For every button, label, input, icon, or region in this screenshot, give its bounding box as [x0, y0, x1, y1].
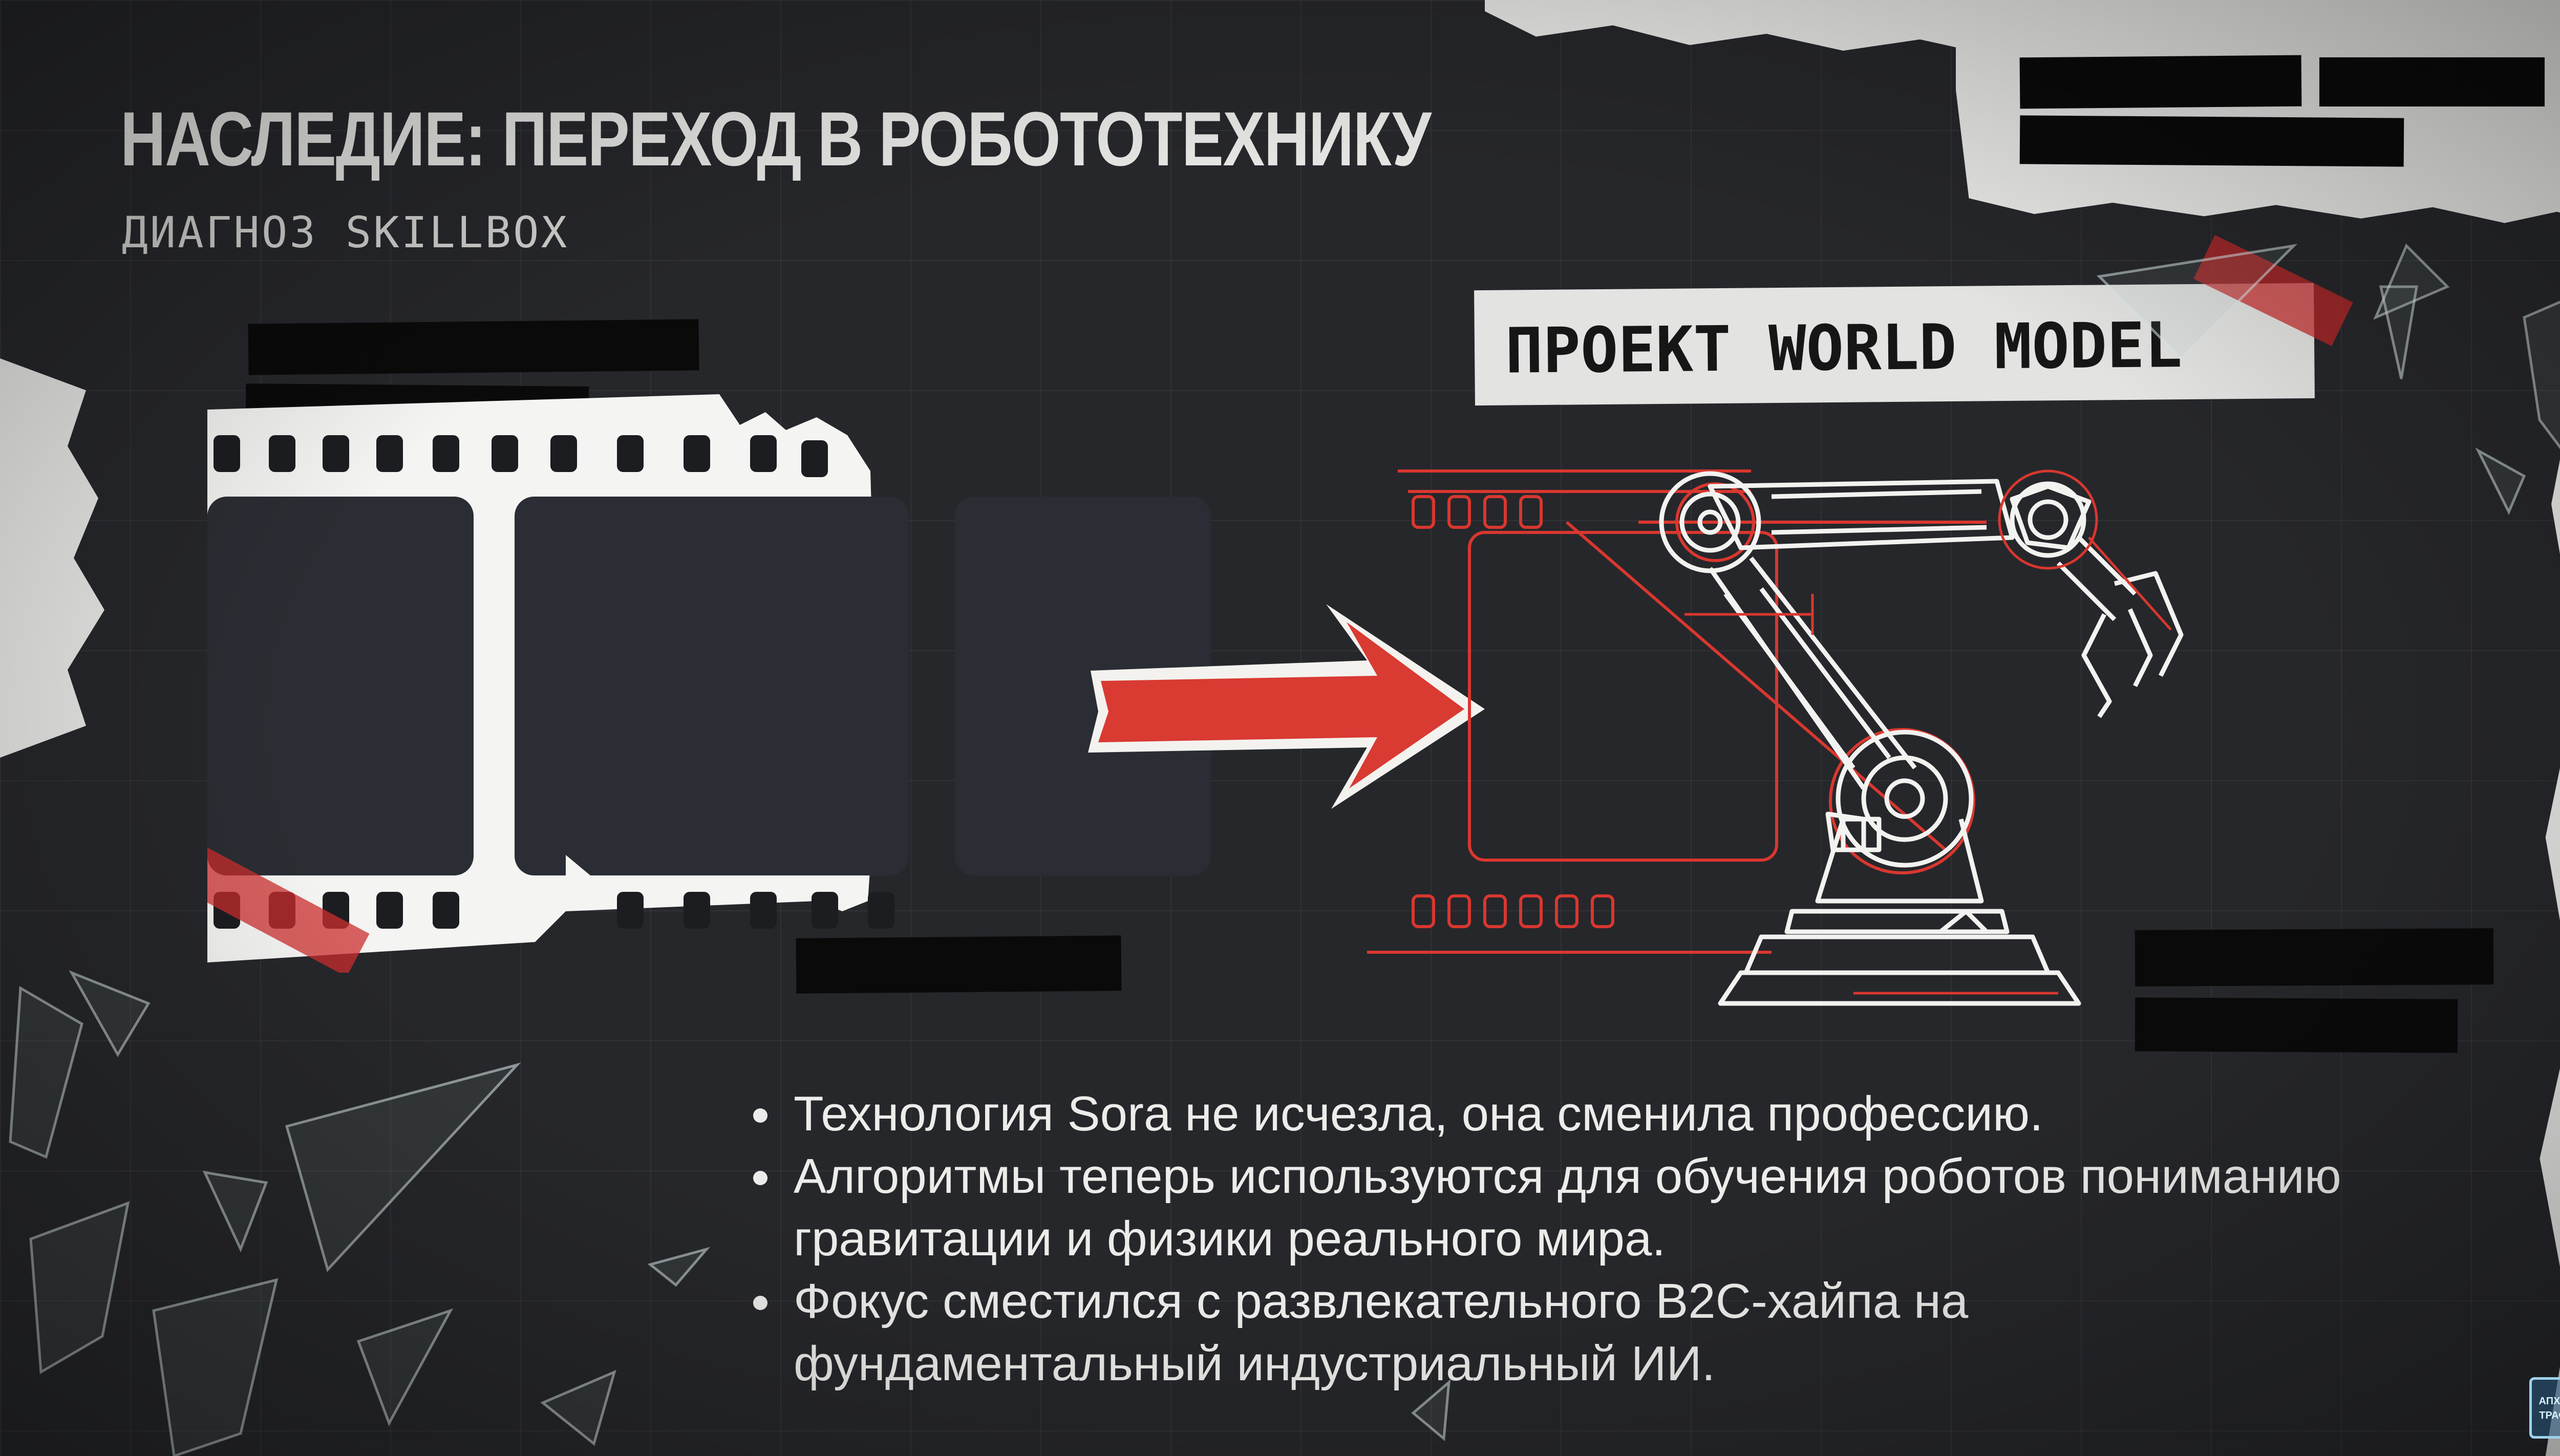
watermark-badge: АПХТИН ТРАФИК: [2529, 1377, 2560, 1439]
list-item: Фокус сместился с развлекательного B2C-х…: [740, 1270, 2104, 1395]
robot-arm-icon: [1367, 469, 2184, 1006]
bullet-list: Технология Sora не исчезла, она сменила …: [740, 1083, 2545, 1395]
film-strip-icon: [207, 394, 1211, 973]
torn-paper-top-right: [1956, 0, 2560, 225]
list-item: Алгоритмы теперь используются для обучен…: [740, 1145, 2545, 1270]
redaction-bar: [2319, 57, 2545, 106]
list-item: Технология Sora не исчезла, она сменила …: [740, 1083, 2545, 1145]
page-title: НАСЛЕДИЕ: ПЕРЕХОД В РОБОТОТЕХНИКУ: [120, 96, 1432, 182]
page-subtitle: ДИАГНОЗ SKILLBOX: [122, 207, 569, 258]
arrow-right-icon: [1088, 604, 1485, 809]
